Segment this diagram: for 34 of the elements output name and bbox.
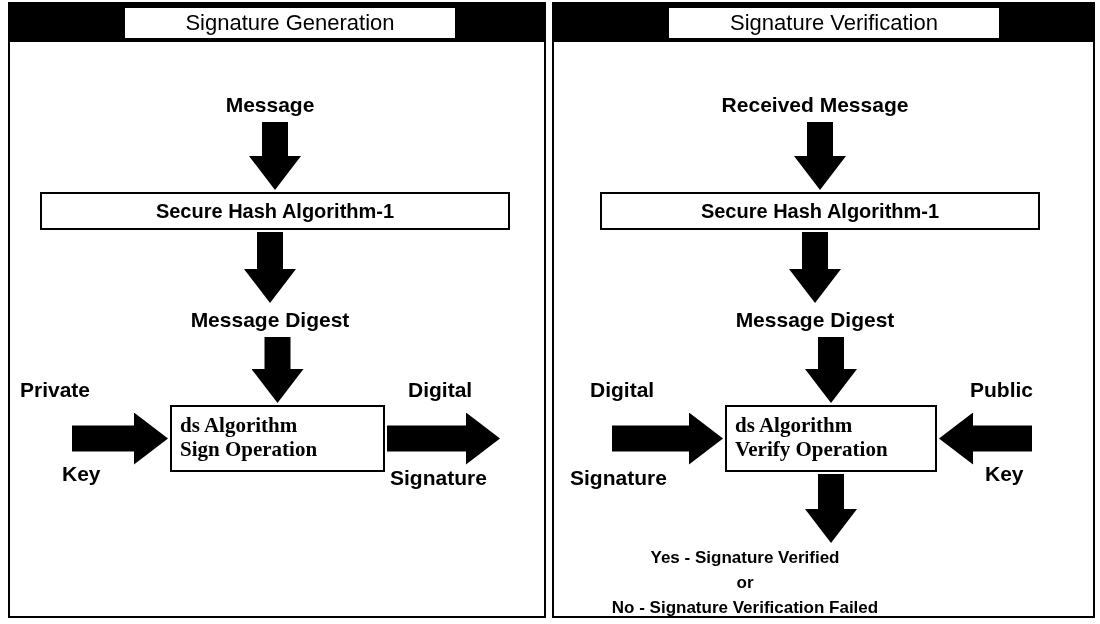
arrow-label: Signature xyxy=(390,466,487,490)
node-label: Message xyxy=(215,90,325,120)
arrow-label: Signature xyxy=(570,466,667,490)
process-box: ds Algorithm Sign Operation xyxy=(170,405,385,472)
result-text: No - Signature Verification Failed xyxy=(610,597,880,619)
block-arrow xyxy=(249,122,301,190)
arrow-label: Key xyxy=(62,462,101,486)
process-box: Secure Hash Algorithm-1 xyxy=(600,192,1040,230)
panel xyxy=(552,2,1095,618)
block-arrow xyxy=(805,337,857,403)
arrow-label: Private xyxy=(20,378,91,402)
result-text: Yes - Signature Verified xyxy=(649,547,841,569)
block-arrow xyxy=(612,412,723,465)
arrow-label: Public xyxy=(970,378,1033,402)
block-arrow xyxy=(805,474,857,543)
block-arrow xyxy=(789,232,841,303)
panel-title: Signature Verification xyxy=(669,8,999,38)
arrow-label: Key xyxy=(985,462,1024,486)
arrow-label: Digital xyxy=(590,378,655,402)
block-arrow xyxy=(251,337,304,403)
node-label: Message Digest xyxy=(145,305,395,335)
result-text: or xyxy=(735,572,755,594)
arrow-label: Digital xyxy=(408,378,473,402)
block-arrow xyxy=(387,412,500,465)
block-arrow xyxy=(939,412,1032,465)
block-arrow xyxy=(72,412,168,465)
node-label: Received Message xyxy=(660,90,970,120)
node-label: Message Digest xyxy=(690,305,940,335)
block-arrow xyxy=(244,232,296,303)
panel-title: Signature Generation xyxy=(125,8,455,38)
panel xyxy=(8,2,546,618)
process-box: ds Algorithm Verify Operation xyxy=(725,405,937,472)
block-arrow xyxy=(794,122,846,190)
process-box: Secure Hash Algorithm-1 xyxy=(40,192,510,230)
